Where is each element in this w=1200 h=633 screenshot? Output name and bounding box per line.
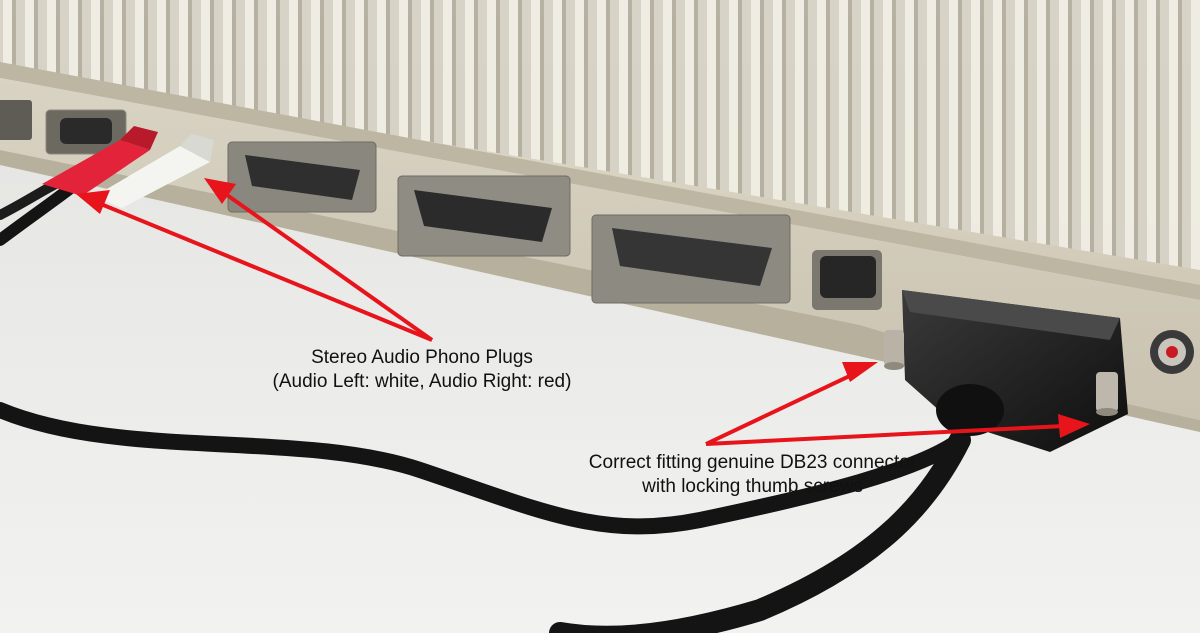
cable: [0, 402, 968, 535]
arrowhead-db23-right: [1058, 414, 1090, 438]
port-db9-left: [0, 100, 127, 155]
thumb-screw-right: [1096, 372, 1118, 416]
arrow-db23-right: [705, 424, 1065, 446]
caption-audio-line1: Stereo Audio Phono Plugs: [311, 347, 533, 368]
db23-connector: [902, 290, 1128, 452]
caption-audio-line2: (Audio Left: white, Audio Right: red): [272, 371, 572, 392]
port-db25-1: [227, 141, 377, 213]
caption-db23-connector: Correct fitting genuine DB23 connector w…: [555, 451, 950, 499]
thumb-screw-left: [884, 330, 904, 370]
port-power: [812, 250, 882, 310]
annotation-arrows: [76, 178, 1090, 446]
arrow-db23-left: [705, 370, 859, 446]
port-db25-2: [397, 175, 571, 257]
rca-plug-red: [42, 126, 158, 196]
arrowhead-audio-red: [76, 190, 110, 214]
caption-audio-plugs: Stereo Audio Phono Plugs (Audio Left: wh…: [252, 346, 592, 394]
arrow-audio-red: [95, 200, 433, 342]
arrowhead-audio-white: [204, 178, 236, 204]
arrow-audio-white: [218, 188, 434, 342]
rca-plug-white: [95, 134, 214, 208]
port-db25-3: [591, 214, 791, 304]
caption-db23-line2: with locking thumb screws: [642, 476, 863, 497]
vent-grille: [0, 0, 1200, 270]
port-mono-rca: [1150, 330, 1194, 374]
caption-db23-line1: Correct fitting genuine DB23 connector: [588, 452, 917, 473]
arrowhead-db23-left: [842, 362, 878, 382]
